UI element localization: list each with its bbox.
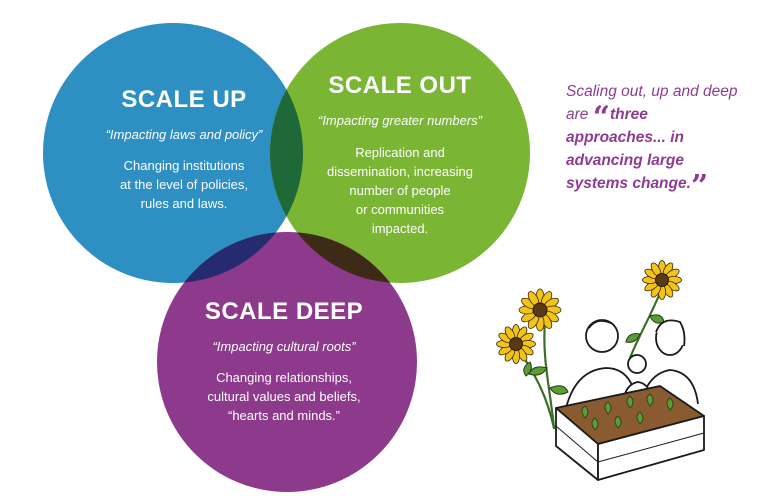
scale-deep-circle (157, 232, 417, 492)
planter-box-icon (555, 385, 705, 481)
description-line: rules and laws. (140, 196, 228, 211)
description-line: at the level of policies, (120, 177, 248, 192)
description-line: number of people (349, 183, 451, 198)
open-quote-mark-icon: “ (592, 100, 610, 135)
description-line: Changing relationships, (216, 370, 352, 385)
description-line: or communities (355, 202, 445, 217)
scale-deep-label-group: SCALE DEEP “Impacting cultural roots” Ch… (170, 298, 398, 425)
scale-deep-title: SCALE DEEP (204, 298, 364, 325)
pull-quote: Scaling out, up and deep are “three appr… (566, 80, 746, 202)
scale-out-subtitle: “Impacting greater numbers” (317, 113, 482, 128)
scale-out-title: SCALE OUT (328, 72, 472, 99)
description-line: cultural values and beliefs, (207, 389, 361, 404)
scale-deep-subtitle: “Impacting cultural roots” (212, 339, 356, 354)
scale-deep-description: Changing relationships, cultural values … (170, 368, 398, 425)
description-line: Changing institutions (123, 158, 245, 173)
scale-up-title: SCALE UP (121, 86, 247, 113)
quote-lead-text: Scaling out, up and deep are (566, 83, 738, 123)
sunflower-icon (496, 324, 536, 364)
scale-out-circle (270, 23, 530, 283)
sunflower-icon (642, 260, 682, 300)
scale-up-subtitle: “Impacting laws and policy” (105, 127, 263, 142)
description-line: dissemination, increasing (327, 164, 473, 179)
scale-out-description: Replication and dissemination, increasin… (290, 143, 510, 238)
scale-out-label-group: SCALE OUT “Impacting greater numbers” Re… (290, 72, 510, 238)
scale-up-label-group: SCALE UP “Impacting laws and policy” Cha… (72, 86, 296, 213)
family-gardening-illustration (496, 260, 705, 481)
description-line: “hearts and minds.” (228, 408, 340, 423)
quote-emphasis-text: three approaches... in advancing large s… (566, 106, 691, 192)
description-line: impacted. (371, 221, 429, 236)
scale-up-circle (43, 23, 303, 283)
description-line: Replication and (355, 145, 445, 160)
sunflower-icon (518, 288, 562, 332)
close-quote-mark-icon: ” (690, 169, 709, 204)
scale-up-description: Changing institutions at the level of po… (72, 156, 296, 213)
